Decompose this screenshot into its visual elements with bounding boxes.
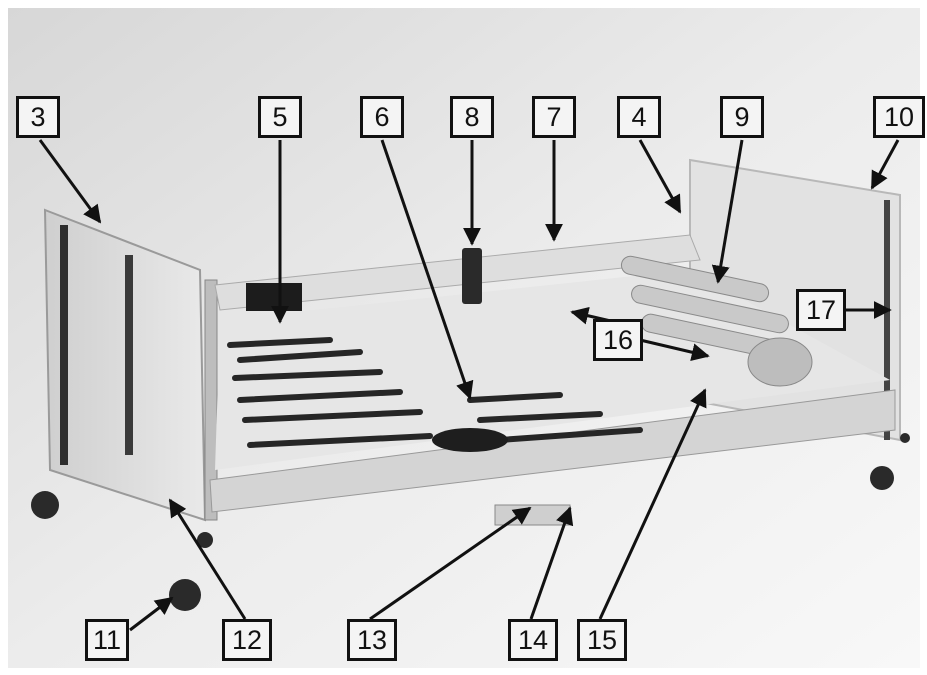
callout-16: 16 [593,319,643,361]
leader-16-right [639,338,710,362]
callout-10: 10 [873,96,925,138]
callout-4: 4 [617,96,661,138]
callout-12: 12 [222,619,272,661]
leader-10 [870,139,900,190]
callout-11: 11 [85,619,129,661]
motor-box [246,283,302,311]
callout-14: 14 [508,619,558,661]
callout-13: 13 [347,619,397,661]
callout-5: 5 [258,96,302,138]
leader-9 [711,139,744,284]
leader-12 [168,498,247,620]
castors [31,433,910,611]
leader-14 [529,506,574,620]
leader-3 [38,139,102,224]
leader-4 [638,139,682,214]
leader-13 [369,506,532,621]
leader-lines [38,139,900,632]
leader-15 [598,388,707,620]
callout-3: 3 [16,96,60,138]
slat-platform [215,255,890,470]
callout-6: 6 [360,96,404,138]
handset-remote [462,248,482,304]
callout-9: 9 [720,96,764,138]
callout-8: 8 [450,96,494,138]
callout-7: 7 [532,96,576,138]
side-rail [209,234,896,513]
leader-6 [380,139,474,400]
headboard [43,208,218,522]
under-frame-actuator [494,504,571,526]
leader-11 [129,596,174,632]
callout-15: 15 [577,619,627,661]
callout-17: 17 [796,289,846,331]
